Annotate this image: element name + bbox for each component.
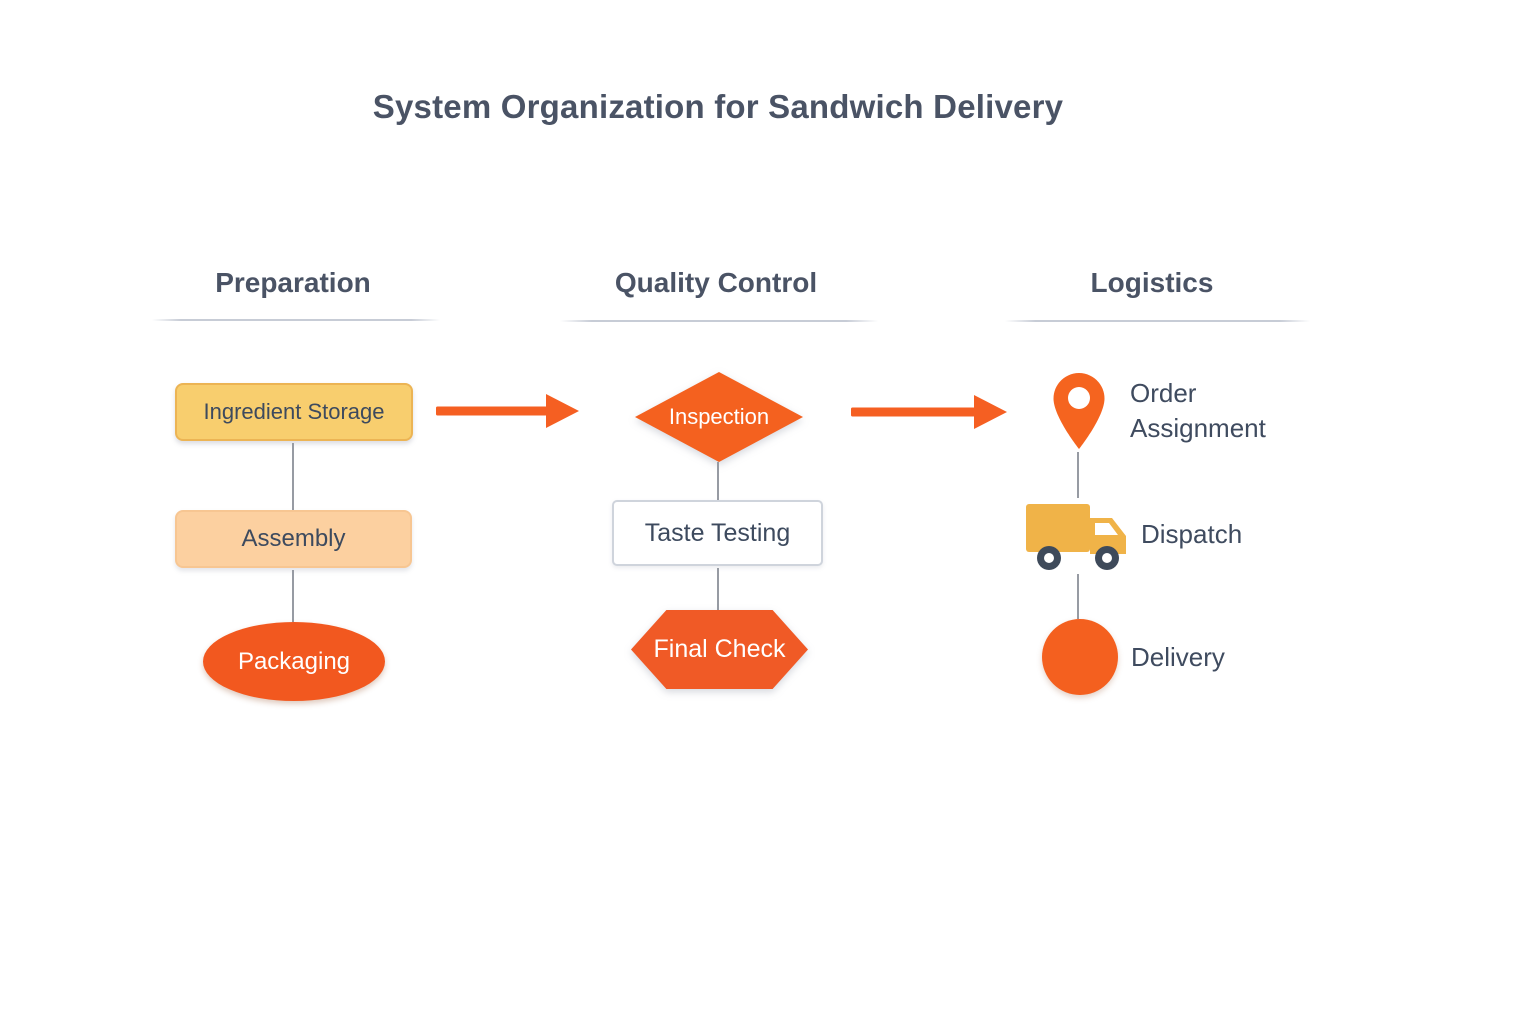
page-title: System Organization for Sandwich Deliver…	[372, 88, 1064, 125]
connector-line	[1077, 452, 1079, 498]
header-divider	[560, 320, 878, 322]
node-assembly: Assembly	[175, 510, 412, 568]
diamond-shape: Inspection	[635, 372, 803, 462]
node-final-check: Final Check	[631, 610, 808, 689]
node-inspection: Inspection	[635, 372, 803, 462]
connector-line	[292, 570, 294, 622]
column-header-logistics: Logistics	[1090, 267, 1214, 298]
map-pin-icon	[1053, 373, 1105, 449]
flow-arrow-icon	[851, 395, 1007, 429]
label-delivery: Delivery	[1131, 642, 1225, 672]
flow-arrow-icon	[436, 394, 579, 428]
label-dispatch: Dispatch	[1141, 519, 1243, 549]
column-header-preparation: Preparation	[215, 267, 371, 298]
header-divider	[1005, 320, 1310, 322]
header-divider	[152, 319, 440, 321]
node-taste-testing: Taste Testing	[612, 500, 823, 566]
connector-line	[717, 462, 719, 500]
connector-line	[1077, 574, 1079, 619]
circle-icon	[1042, 619, 1118, 695]
column-header-quality-control: Quality Control	[614, 267, 818, 298]
connector-line	[292, 443, 294, 510]
label-order-assignment: Order Assignment	[1130, 378, 1266, 443]
hexagon-shape: Final Check	[631, 610, 808, 689]
node-ingredient-storage: Ingredient Storage	[175, 383, 413, 441]
node-packaging: Packaging	[203, 622, 385, 701]
truck-icon	[1026, 504, 1126, 570]
connector-line	[717, 568, 719, 610]
